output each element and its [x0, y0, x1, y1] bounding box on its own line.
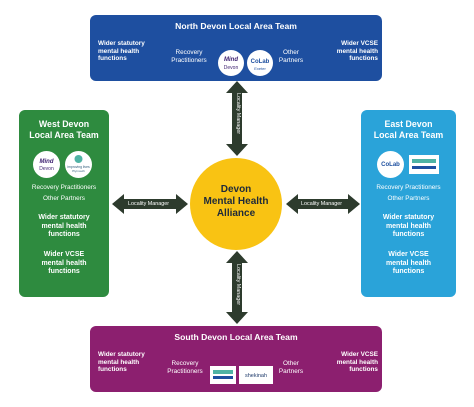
west-arrow	[112, 194, 188, 214]
partner-logo	[210, 366, 236, 384]
north-arrow	[226, 81, 248, 156]
mind-logo-sub: Devon	[39, 166, 54, 172]
colab-logo: CoLab	[377, 151, 404, 178]
devon-mental-health-alliance-circle: Devon Mental Health Alliance	[190, 158, 282, 250]
north-connector-label: Locality Manager	[235, 93, 241, 135]
east-recovery-text: Recovery Practitioners	[376, 184, 441, 191]
colab-logo-word: CoLab	[251, 59, 270, 65]
partner-logo	[409, 155, 439, 174]
east-other-text: Other Partners	[387, 195, 430, 202]
east-arrow	[286, 194, 360, 214]
improving-lives-logo-sub: Plymouth	[72, 169, 85, 173]
improving-lives-logo: improving lives Plymouth	[65, 151, 92, 178]
shekinah-logo-word: shekinah	[245, 373, 267, 379]
colab-logo: CoLab Exeter	[247, 50, 273, 76]
mind-logo-sub: Devon	[224, 65, 239, 71]
colab-logo-word: CoLab	[381, 162, 400, 168]
south-connector-label: Locality Manager	[235, 264, 241, 306]
colab-logo-sub: Exeter	[254, 66, 266, 71]
mind-logo: Mind Devon	[218, 50, 244, 76]
center-title: Devon Mental Health Alliance	[203, 184, 269, 219]
mind-logo: Mind Devon	[33, 151, 60, 178]
west-recovery-text: Recovery Practitioners	[31, 184, 97, 191]
north-devon-team-box: North Devon Local Area Team Wider statut…	[90, 15, 382, 81]
west-connector-label: Locality Manager	[128, 201, 170, 207]
north-title: North Devon Local Area Team	[175, 21, 297, 31]
mind-logo-word: Mind	[224, 57, 238, 63]
south-arrow	[226, 251, 248, 324]
south-devon-team-box: South Devon Local Area Team Wider statut…	[90, 326, 382, 392]
east-connector-label: Locality Manager	[301, 201, 343, 207]
improving-lives-logo-word: improving lives	[67, 165, 90, 169]
mind-logo-word: Mind	[40, 159, 54, 165]
south-title: South Devon Local Area Team	[174, 332, 298, 342]
shekinah-logo: shekinah	[239, 366, 273, 384]
west-other-text: Other Partners	[43, 195, 85, 202]
